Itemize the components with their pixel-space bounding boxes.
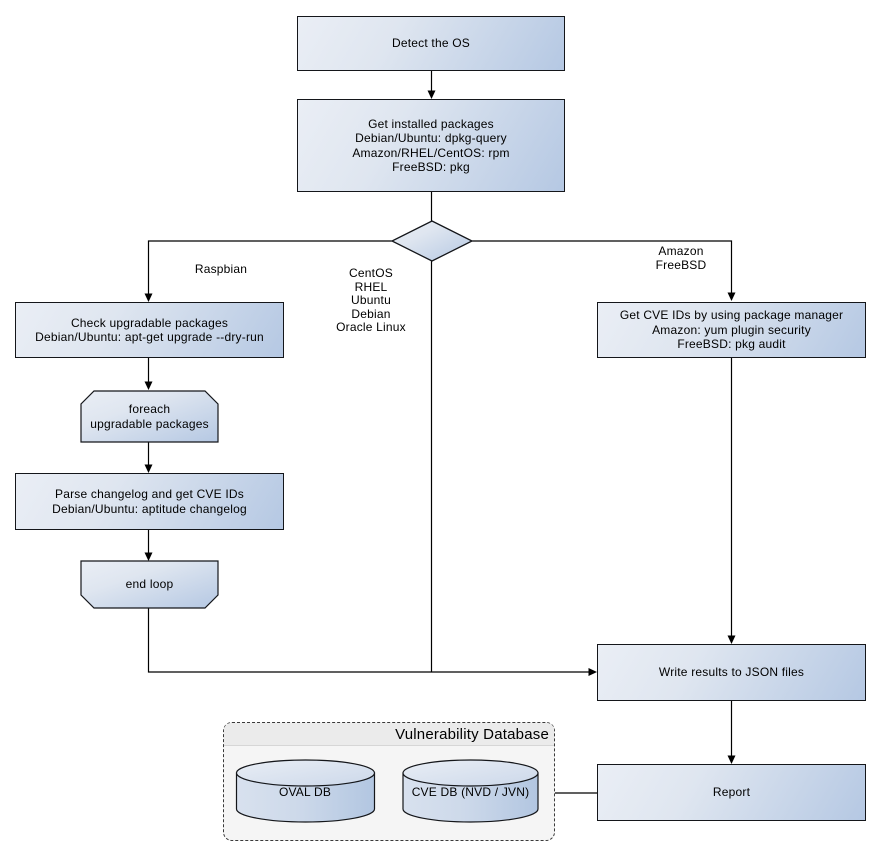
node-write-results: Write results to JSON files bbox=[597, 644, 866, 701]
cylinder-oval-db bbox=[235, 759, 376, 823]
node-check-upgradable-packages: Check upgradable packages Debian/Ubuntu:… bbox=[15, 302, 284, 358]
node-detect-os: Detect the OS bbox=[297, 16, 565, 71]
cylinder-oval-db-label: OVAL DB bbox=[278, 784, 332, 799]
node-loop-end-label: end loop bbox=[125, 577, 174, 592]
node-get-installed-packages: Get installed packages Debian/Ubuntu: dp… bbox=[297, 99, 565, 192]
cylinder-cve-db bbox=[402, 759, 539, 823]
vulnerability-database-title: Vulnerability Database bbox=[395, 725, 549, 743]
node-report: Report bbox=[597, 764, 866, 821]
loop-end-shape bbox=[80, 560, 219, 609]
node-get-cve-ids: Get CVE IDs by using package manager Ama… bbox=[597, 302, 866, 358]
edge-label-amazon-freebsd: Amazon FreeBSD bbox=[655, 244, 707, 272]
vulnerability-database-title-band: Vulnerability Database bbox=[224, 723, 554, 746]
decision-diamond bbox=[390, 220, 474, 262]
node-parse-changelog: Parse changelog and get CVE IDs Debian/U… bbox=[15, 473, 284, 530]
loop-start-shape bbox=[80, 390, 219, 443]
arrowheads bbox=[144, 90, 736, 764]
cylinder-cve-db-label: CVE DB (NVD / JVN) bbox=[411, 784, 530, 799]
edge-label-raspbian: Raspbian bbox=[194, 262, 248, 276]
edge-label-os-group: CentOS RHEL Ubuntu Debian Oracle Linux bbox=[336, 266, 406, 334]
node-foreach-loop-start-label: foreach upgradable packages bbox=[90, 402, 209, 431]
